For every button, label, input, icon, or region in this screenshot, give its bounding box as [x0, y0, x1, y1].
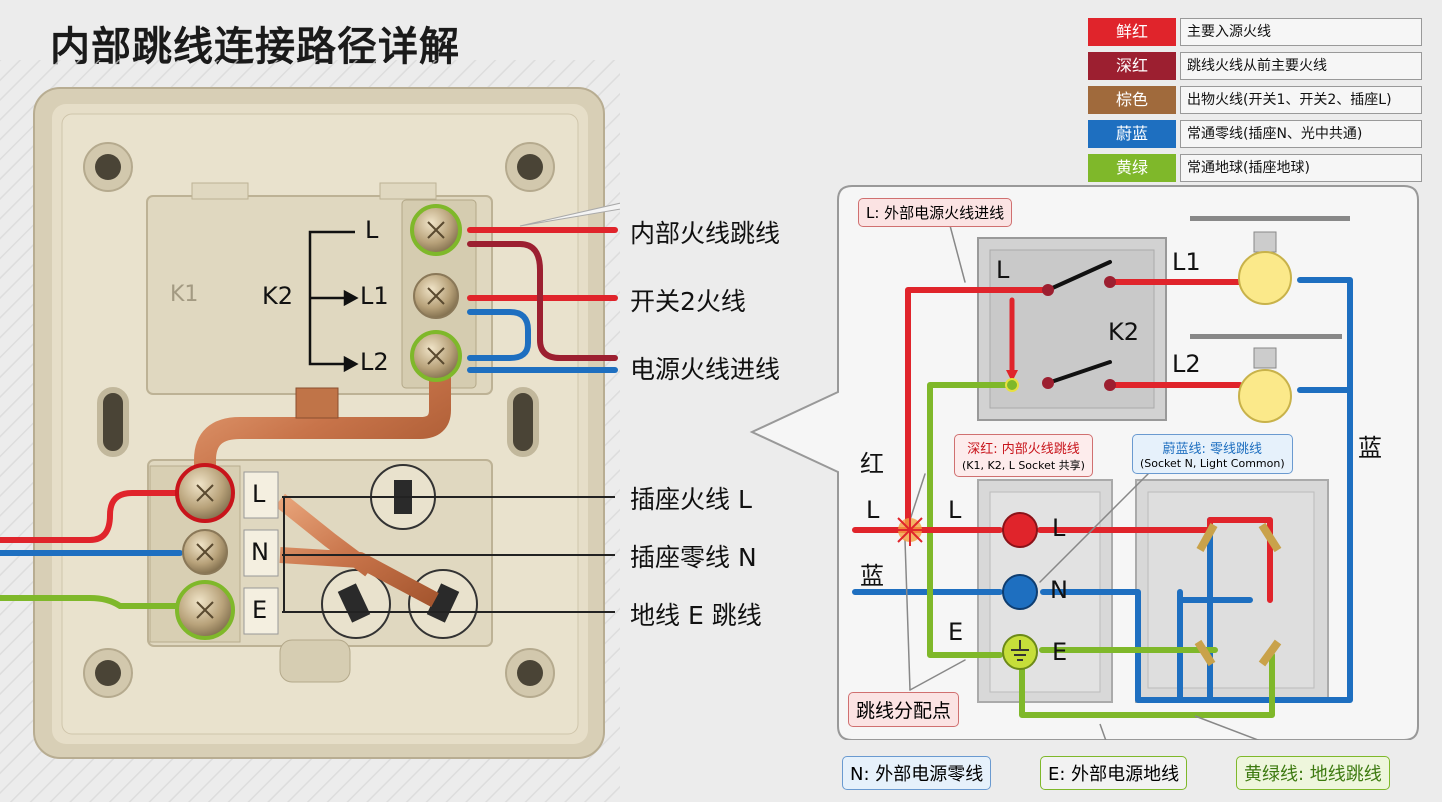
blue-jumper-title: 蔚蓝线: 零线跳线 [1162, 442, 1263, 457]
legend-swatch: 黄绿 [1088, 154, 1176, 182]
legend-row: 蔚蓝 常通零线(插座N、光中共通) [1088, 120, 1422, 150]
earth-icon [1011, 640, 1029, 661]
legend-desc: 常通零线(插座N、光中共通) [1180, 120, 1422, 148]
wire-earth [927, 382, 1275, 718]
earth-jumper-label: 黄绿线: 地线跳线 [1236, 756, 1390, 790]
red-jumper-note: 深红: 内部火线跳线 (K1, K2, L Socket 共享) [954, 434, 1093, 477]
switch-l2-label: L2 [1172, 350, 1201, 378]
legend-desc: 跳线火线从前主要火线 [1180, 52, 1422, 80]
callout-earth-jumper: 地线 E 跳线 [630, 601, 762, 630]
socket-e-tag: E [252, 596, 268, 624]
socket-side-l-label: L [948, 496, 962, 524]
terminal-l-label: L [365, 216, 379, 244]
socket-n-tag: N [251, 538, 269, 566]
socket-e-label: E [1052, 638, 1068, 666]
red-jumper-sub: (K1, K2, L Socket 共享) [962, 459, 1085, 472]
socket-l-label: L [1052, 514, 1066, 542]
switch-l1-label: L1 [1172, 248, 1201, 276]
blue-jumper-note: 蔚蓝线: 零线跳线 (Socket N, Light Common) [1132, 434, 1293, 474]
red-jumper-title: 深红: 内部火线跳线 [967, 442, 1080, 457]
socket-terminal-live [1002, 512, 1038, 548]
switch-contacts [1005, 276, 1116, 392]
legend-desc: 常通地球(插座地球) [1180, 154, 1422, 182]
k2-arrows [308, 230, 359, 373]
callout-live-input: 电源火线进线 [630, 355, 781, 384]
copper-jumper-inset [519, 202, 620, 227]
mounting-holes [83, 142, 555, 698]
legend-row: 黄绿 常通地球(插座地球) [1088, 154, 1422, 184]
terminal-screws [175, 204, 462, 640]
external-earth-label: E: 外部电源地线 [1040, 756, 1188, 790]
callout-socket-live: 插座火线 L [630, 485, 752, 514]
earth-jumper-text: 黄绿线: 地线跳线 [1244, 764, 1382, 785]
copper-socket-jumper [275, 493, 439, 608]
blue-jumper-sub: (Socket N, Light Common) [1140, 457, 1285, 470]
legend-desc: 主要入源火线 [1180, 18, 1422, 46]
callout-socket-neutral: 插座零线 N [630, 543, 757, 572]
outlet-pins [1194, 522, 1282, 667]
callout-lines [282, 496, 615, 613]
socket-n-label: N [1050, 576, 1068, 604]
copper-live-jumper [194, 352, 451, 490]
k2-label: K2 [262, 282, 294, 310]
callout-switch2-live: 开关2火线 [630, 287, 746, 316]
external-neutral-label: N: 外部电源零线 [842, 756, 992, 790]
socket-panel-illustration [0, 60, 620, 802]
wire-color-legend: 鲜红 主要入源火线 深红 跳线火线从前主要火线 棕色 出物火线(开关1、开关2、… [1088, 18, 1422, 188]
live-input-label: L: 外部电源火线进线 [858, 198, 1013, 227]
wire-live [852, 279, 1273, 603]
socket-side-e-label: E [948, 618, 964, 646]
legend-desc: 出物火线(开关1、开关2、插座L) [1180, 86, 1422, 114]
callout-internal-live-jumper: 内部火线跳线 [630, 219, 781, 248]
legend-row: 深红 跳线火线从前主要火线 [1088, 52, 1422, 82]
terminal-l1-label: L1 [360, 282, 389, 310]
blue-side-label: 蓝 [860, 562, 884, 590]
legend-swatch: 棕色 [1088, 86, 1176, 114]
k1-label: K1 [170, 282, 199, 307]
terminal-tags [243, 471, 279, 635]
socket-terminal-neutral [1002, 574, 1038, 610]
blue-right-label: 蓝 [1358, 434, 1382, 462]
legend-swatch: 深红 [1088, 52, 1176, 80]
legend-row: 鲜红 主要入源火线 [1088, 18, 1422, 48]
legend-row: 棕色 出物火线(开关1、开关2、插座L) [1088, 86, 1422, 116]
live-in-l-label: L [866, 496, 880, 524]
split-point-spark-icon [894, 514, 926, 546]
socket-terminal-earth [1002, 634, 1038, 670]
split-point-label: 跳线分配点 [848, 692, 960, 727]
legend-swatch: 鲜红 [1088, 18, 1176, 46]
internal-wires [0, 227, 618, 609]
terminal-l2-label: L2 [360, 348, 389, 376]
switch-k2-label: K2 [1108, 318, 1140, 346]
socket-l-tag: L [252, 480, 266, 508]
red-side-label: 红 [860, 450, 884, 478]
switch-l-label: L [996, 256, 1010, 284]
bulb-icon [1238, 347, 1292, 423]
legend-swatch: 蔚蓝 [1088, 120, 1176, 148]
bulb-icon [1238, 231, 1292, 305]
